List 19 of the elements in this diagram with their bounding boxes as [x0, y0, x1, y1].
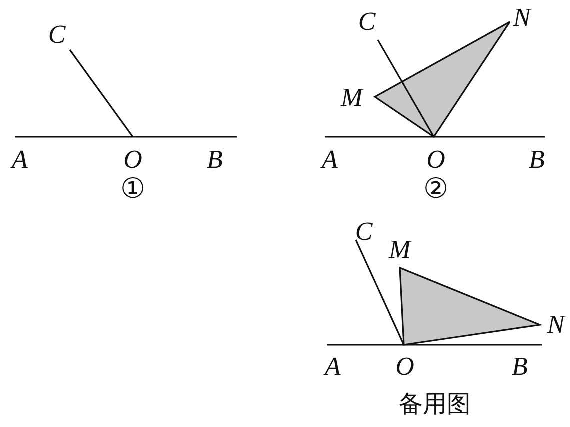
point-label: O [124, 147, 142, 173]
point-label: C [48, 22, 66, 48]
point-label: B [207, 147, 223, 173]
point-label: C [355, 219, 373, 245]
point-label: B [529, 147, 545, 173]
figure-caption: 备用图 [399, 392, 471, 416]
point-label: A [322, 147, 338, 173]
point-label: N [547, 312, 565, 338]
point-label: N [513, 5, 531, 31]
point-label: O [426, 147, 446, 173]
figure-number: ② [424, 176, 448, 204]
point-label: M [389, 237, 411, 263]
figure-number: ① [120, 176, 146, 204]
point-label: M [341, 85, 363, 111]
point-label: C [358, 9, 376, 35]
point-label: A [325, 354, 341, 380]
point-label: A [12, 147, 28, 173]
point-label: B [512, 354, 528, 380]
point-label: O [396, 354, 414, 380]
